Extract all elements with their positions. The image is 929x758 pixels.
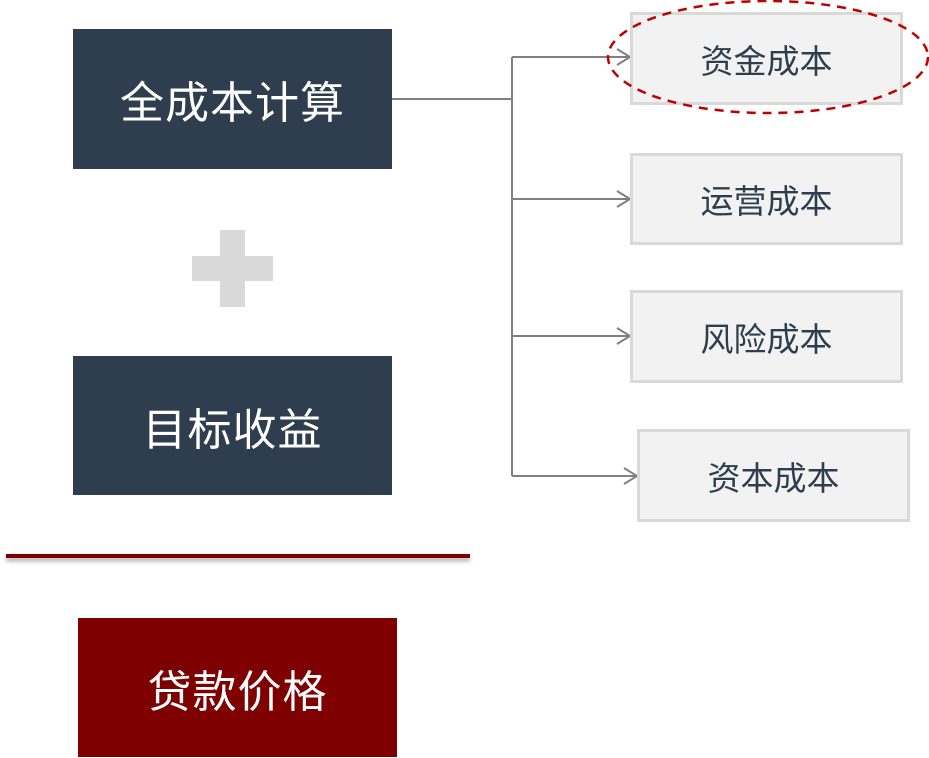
component-capital-cost: 资本成本 [637, 429, 910, 522]
component-funding-cost: 资金成本 [630, 12, 903, 105]
component-operating-cost: 运营成本 [630, 153, 903, 245]
component-label: 运营成本 [700, 182, 833, 221]
component-label: 资本成本 [707, 458, 840, 498]
plus-icon-bar [192, 256, 273, 281]
component-label: 资金成本 [700, 41, 833, 81]
component-label: 风险成本 [700, 319, 833, 359]
loan-price-label: 贷款价格 [147, 666, 328, 718]
loan-price-box: 贷款价格 [78, 618, 397, 757]
target-return-box: 目标收益 [73, 356, 392, 495]
full-cost-label: 全成本计算 [120, 78, 345, 129]
equals-divider [6, 554, 470, 558]
full-cost-box: 全成本计算 [73, 29, 392, 169]
target-return-label: 目标收益 [142, 404, 323, 456]
component-risk-cost: 风险成本 [630, 290, 903, 383]
